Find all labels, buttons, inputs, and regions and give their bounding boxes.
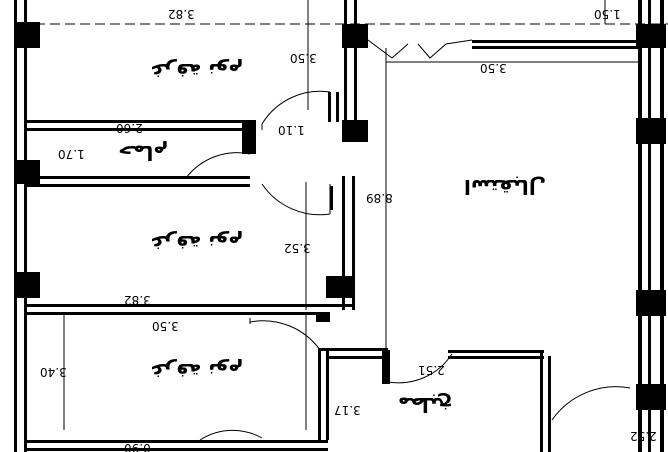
dim-3-50-right: 3.50 xyxy=(480,61,507,75)
dim-3-17: 3.17 xyxy=(334,403,361,417)
dim-2-51: 2.51 xyxy=(418,363,445,377)
bedroom-bottom-right-wall xyxy=(63,314,388,440)
dim-3-52: 3.52 xyxy=(284,241,311,255)
bedroom-middle-door xyxy=(261,183,331,216)
dim-2-52: 2.52 xyxy=(630,429,657,443)
reception-walls xyxy=(367,39,640,360)
dim-0-90: 0.90 xyxy=(124,441,151,452)
room-bathroom: حمام xyxy=(118,141,168,165)
bathroom-door xyxy=(185,152,251,179)
dim-1-50: 1.50 xyxy=(594,7,621,21)
bedroom-middle-top-wall xyxy=(24,176,250,187)
room-bedroom-bottom: غرفة نوم xyxy=(150,359,243,383)
bedroom-top-walls xyxy=(307,0,368,142)
dim-2-60: 2.60 xyxy=(116,121,143,135)
bottom-wall xyxy=(24,429,328,451)
bathroom-top-wall xyxy=(24,120,256,154)
dim-3-82-top: 3.82 xyxy=(168,7,195,21)
left-outer-wall xyxy=(14,0,40,452)
room-reception: استقبال xyxy=(464,175,546,199)
dim-3-40: 3.40 xyxy=(40,365,67,379)
bedroom-top-door xyxy=(261,90,331,130)
room-kitchen: مطبخ xyxy=(398,393,452,417)
bedroom-middle-right-wall xyxy=(305,176,355,310)
dim-8-89: 8.89 xyxy=(366,191,393,205)
room-bedroom-top: غرفة نوم xyxy=(150,59,243,83)
right-outer-wall xyxy=(636,0,666,452)
room-bedroom-middle: غرفة نوم xyxy=(150,231,243,255)
dim-1-10: 1.10 xyxy=(278,123,305,137)
dim-3-82-mid: 3.82 xyxy=(124,293,151,307)
kitchen-walls xyxy=(382,350,631,452)
dim-3-50-top-room: 3.50 xyxy=(290,51,317,65)
dim-3-50-mid: 3.50 xyxy=(152,319,179,333)
bedroom-bottom-door xyxy=(249,318,321,351)
bedroom-bottom-top-wall xyxy=(24,304,354,322)
dim-1-70: 1.70 xyxy=(58,147,85,161)
